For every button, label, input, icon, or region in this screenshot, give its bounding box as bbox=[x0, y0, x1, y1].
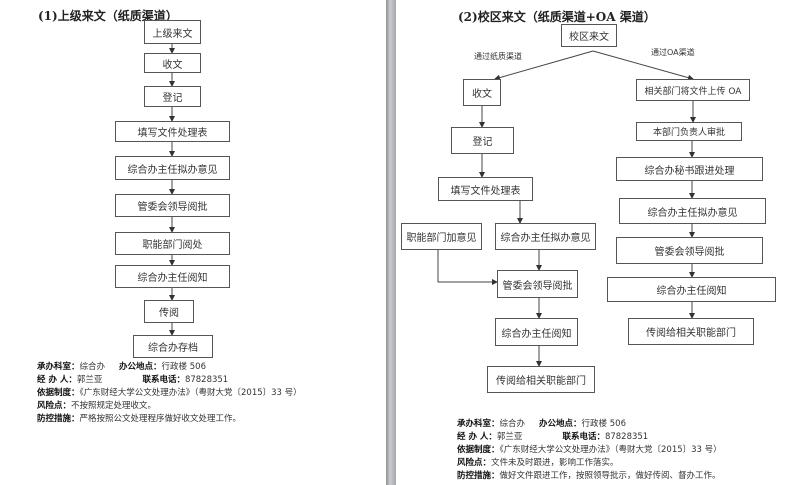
flow-step: 收文 bbox=[463, 79, 501, 106]
left-info: 承办科室：综合办 办公地点：行政楼 506 经 办 人：郭兰亚 联系电话：87828… bbox=[37, 361, 302, 426]
flow-step: 综合办主任拟办意见 bbox=[495, 223, 596, 250]
office: 行政楼 506 bbox=[581, 419, 626, 429]
flow-step: 传阅 bbox=[144, 300, 194, 323]
flow-step: 登记 bbox=[451, 127, 514, 154]
label: 办公地点： bbox=[119, 362, 162, 372]
phone: 87828351 bbox=[604, 432, 649, 442]
flow-step: 填写文件处理表 bbox=[115, 121, 230, 142]
label: 经 办 人： bbox=[37, 375, 77, 385]
flow-step: 传阅给相关职能部门 bbox=[487, 366, 595, 393]
right-title: (2)校区来文（纸质渠道+OA 渠道） bbox=[458, 10, 656, 24]
flow-step: 本部门负责人审批 bbox=[636, 122, 742, 141]
flow-step: 综合办秘书跟进处理 bbox=[616, 157, 763, 181]
label: 防控措施： bbox=[457, 471, 500, 481]
flow-side-step: 职能部门加意见 bbox=[401, 223, 482, 250]
left-title: (1)上级来文（纸质渠道） bbox=[38, 9, 178, 23]
branch-label: 通过OA渠道 bbox=[651, 48, 695, 57]
control: 做好文件跟进工作，按照领导批示，做好传阅、督办工作。 bbox=[499, 471, 721, 481]
flow-step: 综合办存档 bbox=[133, 335, 213, 358]
flow-step: 综合办主任阅知 bbox=[607, 277, 776, 302]
flow-step: 综合办主任阅知 bbox=[115, 265, 230, 288]
flow-step: 管委会领导阅批 bbox=[115, 194, 230, 217]
branch-label: 通过纸质渠道 bbox=[474, 52, 522, 61]
flow-step: 综合办主任阅知 bbox=[495, 318, 578, 346]
handler: 郭兰亚 bbox=[76, 375, 103, 385]
basis: 《广东财经大学公文处理办法》（粤财大党〔2015〕33 号） bbox=[499, 445, 722, 455]
dept: 综合办 bbox=[79, 362, 106, 372]
flow-start: 校区来文 bbox=[561, 24, 617, 47]
flow-step: 收文 bbox=[144, 53, 201, 73]
flow-step: 管委会领导阅批 bbox=[616, 237, 763, 264]
label: 风险点： bbox=[37, 401, 72, 411]
label: 经 办 人： bbox=[457, 432, 497, 442]
flow-step: 管委会领导阅批 bbox=[497, 270, 578, 298]
label: 联系电话： bbox=[142, 375, 185, 385]
label: 联系电话： bbox=[562, 432, 605, 442]
label: 办公地点： bbox=[539, 419, 582, 429]
flow-step: 填写文件处理表 bbox=[438, 177, 533, 201]
risk: 文件未及时跟进，影响工作落实。 bbox=[491, 458, 619, 468]
handler: 郭兰亚 bbox=[496, 432, 523, 442]
label: 依据制度： bbox=[457, 445, 500, 455]
label: 承办科室： bbox=[457, 419, 500, 429]
label: 风险点： bbox=[457, 458, 492, 468]
flow-step: 上级来文 bbox=[144, 20, 201, 44]
control: 严格按照公文处理程序做好收文处理工作。 bbox=[79, 414, 242, 424]
label: 防控措施： bbox=[37, 414, 80, 424]
risk: 不按照规定处理收文。 bbox=[71, 401, 157, 411]
office: 行政楼 506 bbox=[161, 362, 206, 372]
label: 承办科室： bbox=[37, 362, 80, 372]
flow-step: 相关部门将文件上传 OA bbox=[636, 79, 750, 101]
page-divider bbox=[386, 0, 396, 485]
basis: 《广东财经大学公文处理办法》（粤财大党〔2015〕33 号） bbox=[79, 388, 302, 398]
flow-step: 职能部门阅处 bbox=[115, 232, 230, 255]
flow-step: 传阅给相关职能部门 bbox=[628, 318, 754, 345]
phone: 87828351 bbox=[184, 375, 229, 385]
label: 依据制度： bbox=[37, 388, 80, 398]
dept: 综合办 bbox=[499, 419, 526, 429]
flow-step: 综合办主任拟办意见 bbox=[115, 156, 230, 180]
right-info: 承办科室：综合办 办公地点：行政楼 506 经 办 人：郭兰亚 联系电话：87828… bbox=[457, 418, 722, 483]
flow-step: 登记 bbox=[144, 86, 201, 107]
flow-step: 综合办主任拟办意见 bbox=[619, 198, 766, 224]
